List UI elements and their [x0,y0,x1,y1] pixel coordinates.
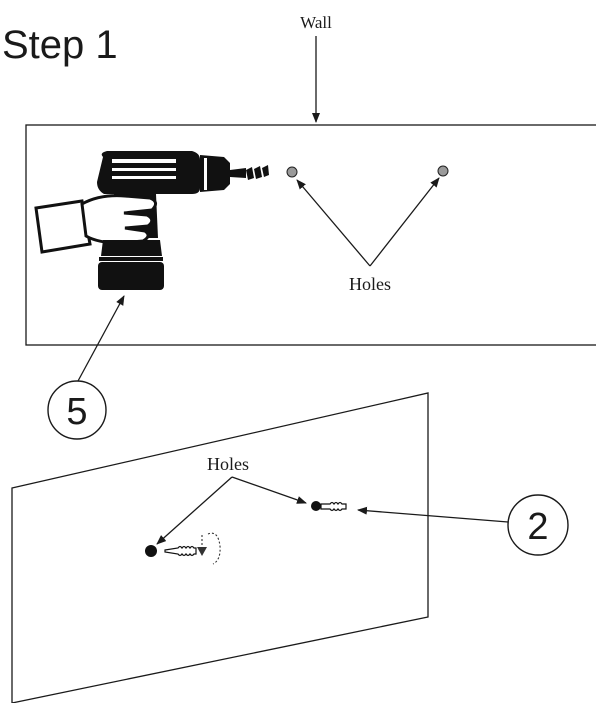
wall-panel-top [25,124,596,346]
callout-drill-circle [47,380,107,440]
drill-icon [34,151,269,290]
holes-label-top: Holes [349,274,391,294]
hole-icon-bottom [145,545,157,557]
rotation-arrow-icon [197,532,221,565]
callout-anchor-circle [507,494,569,556]
callout-anchor-arrow [357,506,509,523]
wall-anchor-icon-upper [311,501,347,512]
hole-icon-left [286,166,298,178]
holes-bottom-arrow-left [156,476,233,545]
callout-drill-arrow [77,295,125,382]
callout-anchor-number: 2 [527,506,548,548]
holes-arrow-right [369,177,440,267]
holes-label-bottom: Holes [207,454,249,474]
wall-anchor-icon-lower [164,545,197,557]
wall-panel-bottom [11,392,429,703]
holes-bottom-arrow-right [231,476,307,504]
hole-icon-right [437,165,449,177]
step-title: Step 1 [2,23,118,67]
callout-drill-number: 5 [66,391,87,433]
holes-arrow-left [296,179,371,267]
wall-label: Wall [300,13,332,32]
